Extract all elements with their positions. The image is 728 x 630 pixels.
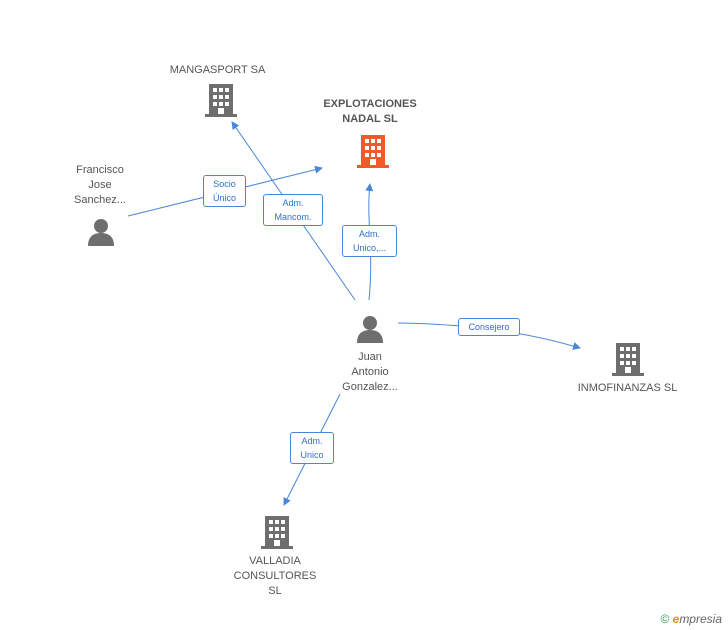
node-label-explotaciones: EXPLOTACIONES NADAL SL <box>323 98 417 125</box>
edge-label-adm-unico-explotaciones[interactable]: Adm. Unico,... <box>342 225 397 257</box>
person-icon-francisco[interactable] <box>88 219 114 246</box>
building-icon-explotaciones[interactable] <box>357 135 389 168</box>
brand-name: mpresia <box>679 612 722 626</box>
node-label-inmofinanzas: INMOFINANZAS SL <box>577 382 678 394</box>
copyright-symbol: © <box>660 612 670 626</box>
node-label-valladia: VALLADIA CONSULTORES SL <box>233 555 317 597</box>
brand-e: e <box>672 612 680 626</box>
person-icon-juan[interactable] <box>357 316 383 343</box>
building-icon-valladia[interactable] <box>261 516 293 549</box>
edge-label-adm-mancom[interactable]: Adm. Mancom. <box>263 194 323 226</box>
edge-label-socio-unico[interactable]: Socio Único <box>203 175 246 207</box>
node-label-francisco: Francisco Jose Sanchez... <box>74 164 126 206</box>
edge-label-adm-unico-valladia[interactable]: Adm. Unico <box>290 432 334 464</box>
node-label-mangasport: MANGASPORT SA <box>169 64 266 76</box>
building-icon-mangasport[interactable] <box>205 84 237 117</box>
building-icon-inmofinanzas[interactable] <box>612 343 644 376</box>
node-label-juan: Juan Antonio Gonzalez... <box>342 351 398 393</box>
empresia-logo: © empresia <box>660 612 722 626</box>
edge-label-consejero[interactable]: Consejero <box>458 318 520 336</box>
